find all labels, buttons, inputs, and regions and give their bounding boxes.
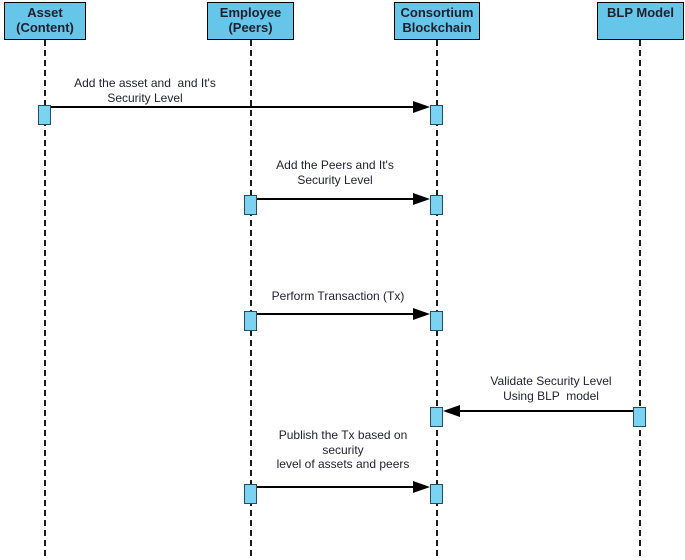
arrowhead-left-icon: [443, 405, 460, 417]
lifeline-asset: [44, 40, 46, 556]
actor-blp-model: BLP Model: [597, 2, 684, 40]
arrowhead-right-icon: [413, 308, 430, 320]
actor-asset-content: Asset (Content): [4, 2, 86, 40]
lifeline-consortium-blockchain: [436, 40, 438, 556]
arrowhead-right-icon: [413, 193, 430, 205]
activation-employee-3: [244, 311, 257, 331]
lifeline-employee: [250, 40, 252, 556]
message-5-label: Publish the Tx based on security level o…: [276, 428, 410, 471]
activation-consortium-5: [430, 484, 443, 504]
message-3-arrow: [257, 313, 414, 315]
activation-consortium-3: [430, 311, 443, 331]
message-2-arrow: [257, 198, 414, 200]
activation-employee-5: [244, 484, 257, 504]
message-2-label: Add the Peers and It's Security Level: [276, 158, 394, 187]
message-1-label: Add the asset and and It's Security Leve…: [74, 76, 216, 105]
message-5-arrow: [257, 486, 414, 488]
activation-consortium-1: [430, 105, 443, 125]
lifeline-blp-model: [639, 40, 641, 556]
activation-asset-1: [38, 105, 51, 125]
activation-employee-2: [244, 195, 257, 215]
activation-consortium-2: [430, 195, 443, 215]
message-4-label: Validate Security Level Using BLP model: [490, 374, 612, 403]
message-3-label: Perform Transaction (Tx): [271, 289, 405, 303]
message-4-arrow: [459, 410, 633, 412]
message-1-arrow: [51, 106, 414, 108]
arrowhead-right-icon: [413, 101, 430, 113]
arrowhead-right-icon: [413, 481, 430, 493]
actor-consortium-blockchain: Consortium Blockchain: [394, 2, 480, 40]
activation-consortium-4: [430, 407, 443, 427]
activation-blp-4: [633, 407, 646, 427]
actor-employee-peers: Employee (Peers): [207, 2, 294, 40]
